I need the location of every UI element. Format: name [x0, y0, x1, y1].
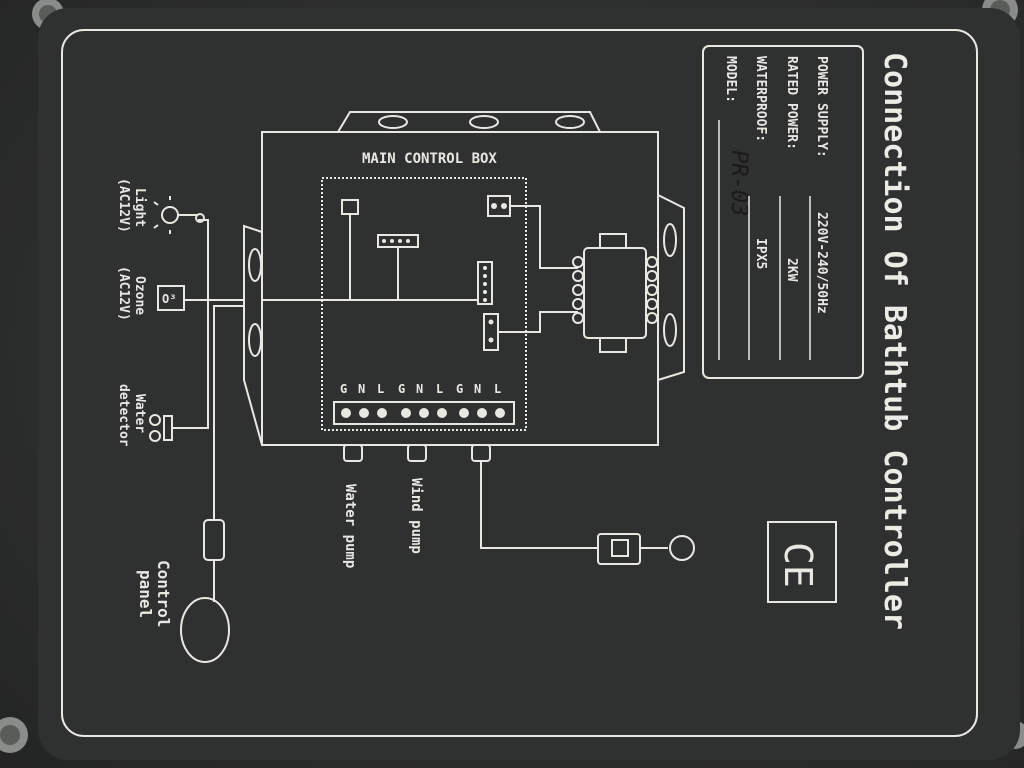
water-detector-icon	[149, 414, 173, 442]
terminal-screws	[341, 408, 505, 418]
ce-mark-box	[767, 521, 837, 603]
terminal-label: N	[474, 382, 481, 396]
light-spec: (AC12V)	[116, 178, 131, 233]
terminal-label: G	[398, 382, 405, 396]
terminal-label: N	[358, 382, 365, 396]
control-panel-label: Control	[154, 560, 173, 627]
label-plate	[38, 8, 1020, 760]
rated-power-value: 2KW	[784, 258, 799, 282]
main-control-box	[243, 111, 685, 446]
plug-icon	[597, 533, 695, 565]
waterproof-label: WATERPROOF:	[753, 56, 768, 142]
ozone-label: Ozone	[132, 276, 147, 315]
terminal-label: G	[456, 382, 463, 396]
model-value-handwritten: PR-03	[726, 150, 751, 216]
ozone-spec: (AC12V)	[116, 266, 131, 321]
ce-mark: CE	[776, 542, 820, 588]
mount-holes	[248, 115, 677, 357]
diagram-title: Connection Of Bathtub Controller	[877, 52, 912, 630]
spec-box	[702, 45, 864, 379]
plate-border	[61, 29, 978, 737]
power-supply-label: POWER SUPPLY:	[814, 56, 829, 158]
spec-underlines	[718, 120, 811, 360]
water-detector-label-2: detector	[116, 384, 131, 447]
wind-pump-label: Wind pump	[408, 478, 424, 554]
rated-power-label: RATED POWER:	[784, 56, 799, 150]
water-pump-label: Water pump	[342, 484, 358, 568]
control-panel-icon	[180, 519, 230, 663]
power-supply-value: 220V-240/50Hz	[814, 212, 829, 314]
ozone-icon	[157, 285, 185, 311]
control-panel-label-2: panel	[136, 570, 155, 618]
terminal-label: L	[377, 382, 384, 396]
terminal-block	[333, 401, 515, 425]
terminal-label: G	[340, 382, 347, 396]
water-detector-label: Water	[132, 394, 147, 433]
light-label: Light	[132, 188, 147, 227]
model-label: MODEL:	[723, 56, 738, 103]
terminal-label: L	[436, 382, 443, 396]
terminal-label: L	[494, 382, 501, 396]
terminal-label: N	[416, 382, 423, 396]
screw-icon	[0, 717, 28, 753]
cable-glands	[343, 444, 491, 462]
connector-dots	[382, 203, 507, 343]
main-box-label: MAIN CONTROL BOX	[362, 151, 497, 167]
ozone-symbol: O³	[162, 292, 176, 306]
wiring	[172, 205, 668, 602]
waterproof-value: IPX5	[753, 238, 768, 269]
light-bulb-icon	[153, 196, 205, 234]
